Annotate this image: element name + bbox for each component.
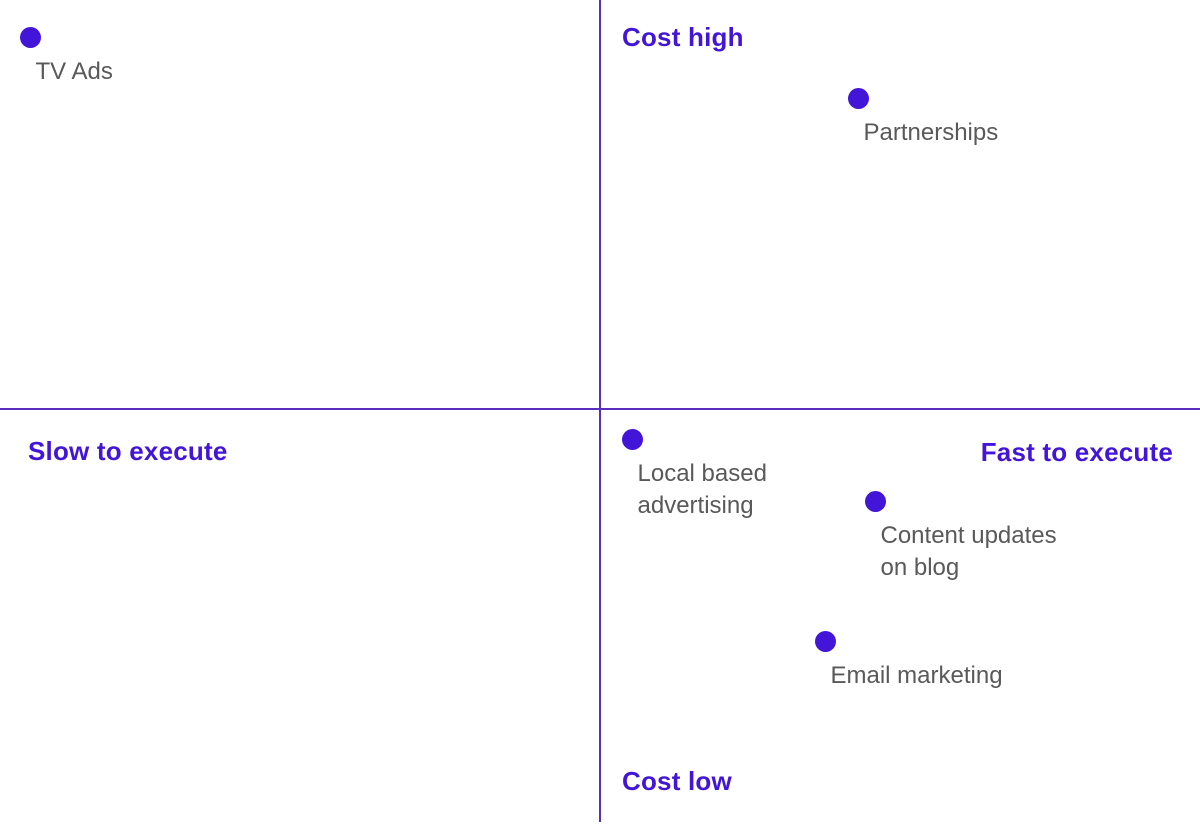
data-point-content-updates-on-blog: Content updates on blog — [864, 490, 1057, 581]
point-dot-icon — [864, 490, 886, 512]
axis-label-cost-high: Cost high — [622, 22, 744, 52]
point-dot-icon — [19, 26, 41, 48]
point-label: Content updates on blog — [880, 521, 1057, 581]
point-dot-icon — [621, 428, 643, 450]
point-label: Local based advertising — [637, 459, 767, 519]
point-dot-icon — [847, 87, 869, 109]
data-point-partnerships: Partnerships — [847, 87, 998, 146]
axis-label-fast-to-execute: Fast to execute — [980, 437, 1173, 467]
point-dot-icon — [814, 630, 836, 652]
horizontal-axis-line — [0, 408, 1200, 410]
vertical-axis-line — [599, 0, 601, 822]
data-point-tv-ads: TV Ads — [19, 26, 113, 85]
point-label: Partnerships — [863, 118, 999, 146]
axis-label-slow-to-execute: Slow to execute — [28, 436, 228, 466]
point-label: Email marketing — [830, 661, 1003, 689]
data-point-email-marketing: Email marketing — [814, 630, 1003, 689]
point-label: TV Ads — [35, 57, 113, 85]
axis-label-cost-low: Cost low — [622, 766, 732, 796]
data-point-local-based-advertising: Local based advertising — [621, 428, 767, 519]
